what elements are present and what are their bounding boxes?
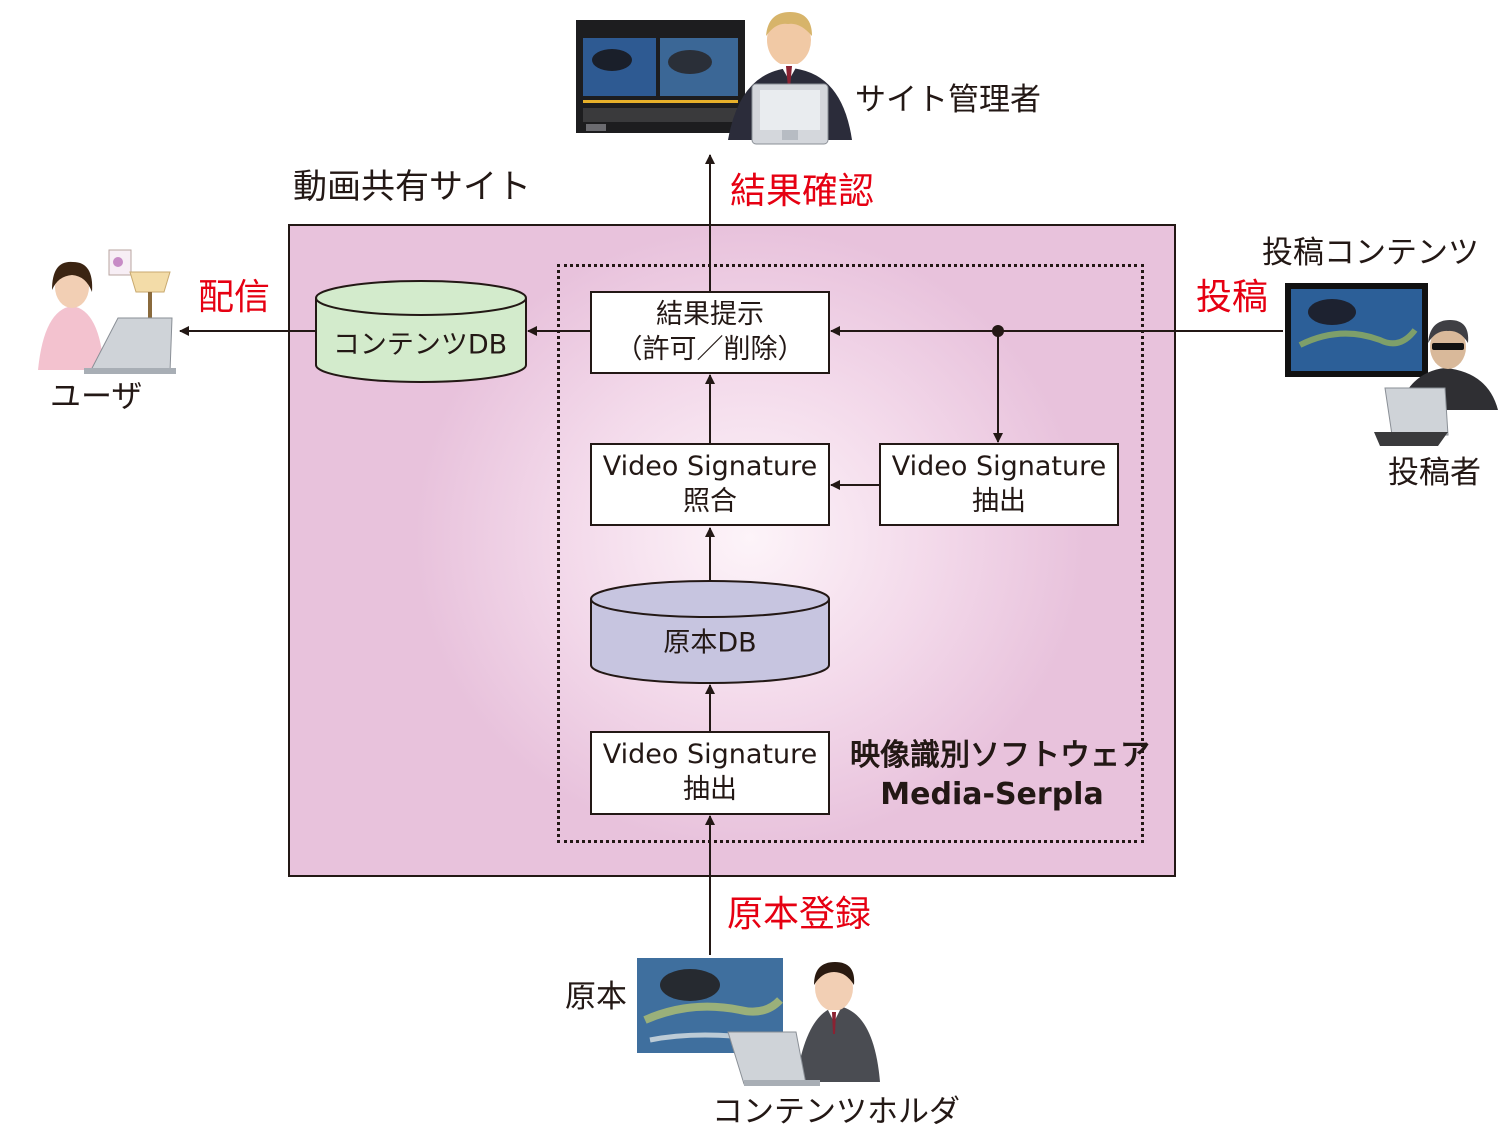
action-post: 投稿 xyxy=(1196,277,1269,318)
result-box-line1: 結果提示 xyxy=(656,298,764,330)
result-box-line2: （許可／削除） xyxy=(615,333,805,365)
match-box-line1: Video Signature xyxy=(602,450,818,482)
site-label: 動画共有サイト xyxy=(293,167,531,207)
admin-person-icon xyxy=(728,12,852,145)
poster-label: 投稿者 xyxy=(1388,455,1481,491)
holder-person-icon xyxy=(727,962,880,1086)
action-register-original: 原本登録 xyxy=(727,894,872,935)
user-person-icon xyxy=(38,249,176,374)
match-box-line2: 照合 xyxy=(683,485,737,517)
extract-right-line2: 抽出 xyxy=(972,485,1026,517)
original-label: 原本 xyxy=(565,979,627,1015)
poster-content-screen xyxy=(1285,283,1428,377)
content-db-label: コンテンツDB xyxy=(332,329,508,361)
extract-right-box: Video Signature 抽出 xyxy=(879,443,1119,526)
extract-right-line1: Video Signature xyxy=(891,450,1107,482)
extract-bottom-box: Video Signature 抽出 xyxy=(590,731,830,815)
admin-monitor-screenshot xyxy=(576,20,745,133)
software-label: 映像識別ソフトウェア Media-Serpla xyxy=(850,736,1150,814)
admin-label: サイト管理者 xyxy=(855,82,1041,118)
software-label-line2: Media-Serpla xyxy=(880,777,1104,812)
poster-content-label: 投稿コンテンツ xyxy=(1262,235,1479,271)
match-box: Video Signature 照合 xyxy=(590,443,830,526)
result-box: 結果提示 （許可／削除） xyxy=(590,291,830,374)
branch-dot xyxy=(992,325,1004,337)
user-label: ユーザ xyxy=(50,379,143,415)
software-label-line1: 映像識別ソフトウェア xyxy=(850,738,1150,773)
poster-person-icon xyxy=(1374,320,1498,446)
content-db-cylinder xyxy=(315,280,527,383)
action-confirm-result: 結果確認 xyxy=(730,171,875,212)
software-region xyxy=(557,264,1144,843)
original-db-label: 原本DB xyxy=(663,627,757,659)
original-db-cylinder xyxy=(590,580,830,684)
action-distribute: 配信 xyxy=(198,277,271,318)
holder-label: コンテンツホルダ xyxy=(712,1094,960,1130)
extract-bottom-line2: 抽出 xyxy=(683,774,737,805)
extract-bottom-line1: Video Signature xyxy=(602,739,818,771)
